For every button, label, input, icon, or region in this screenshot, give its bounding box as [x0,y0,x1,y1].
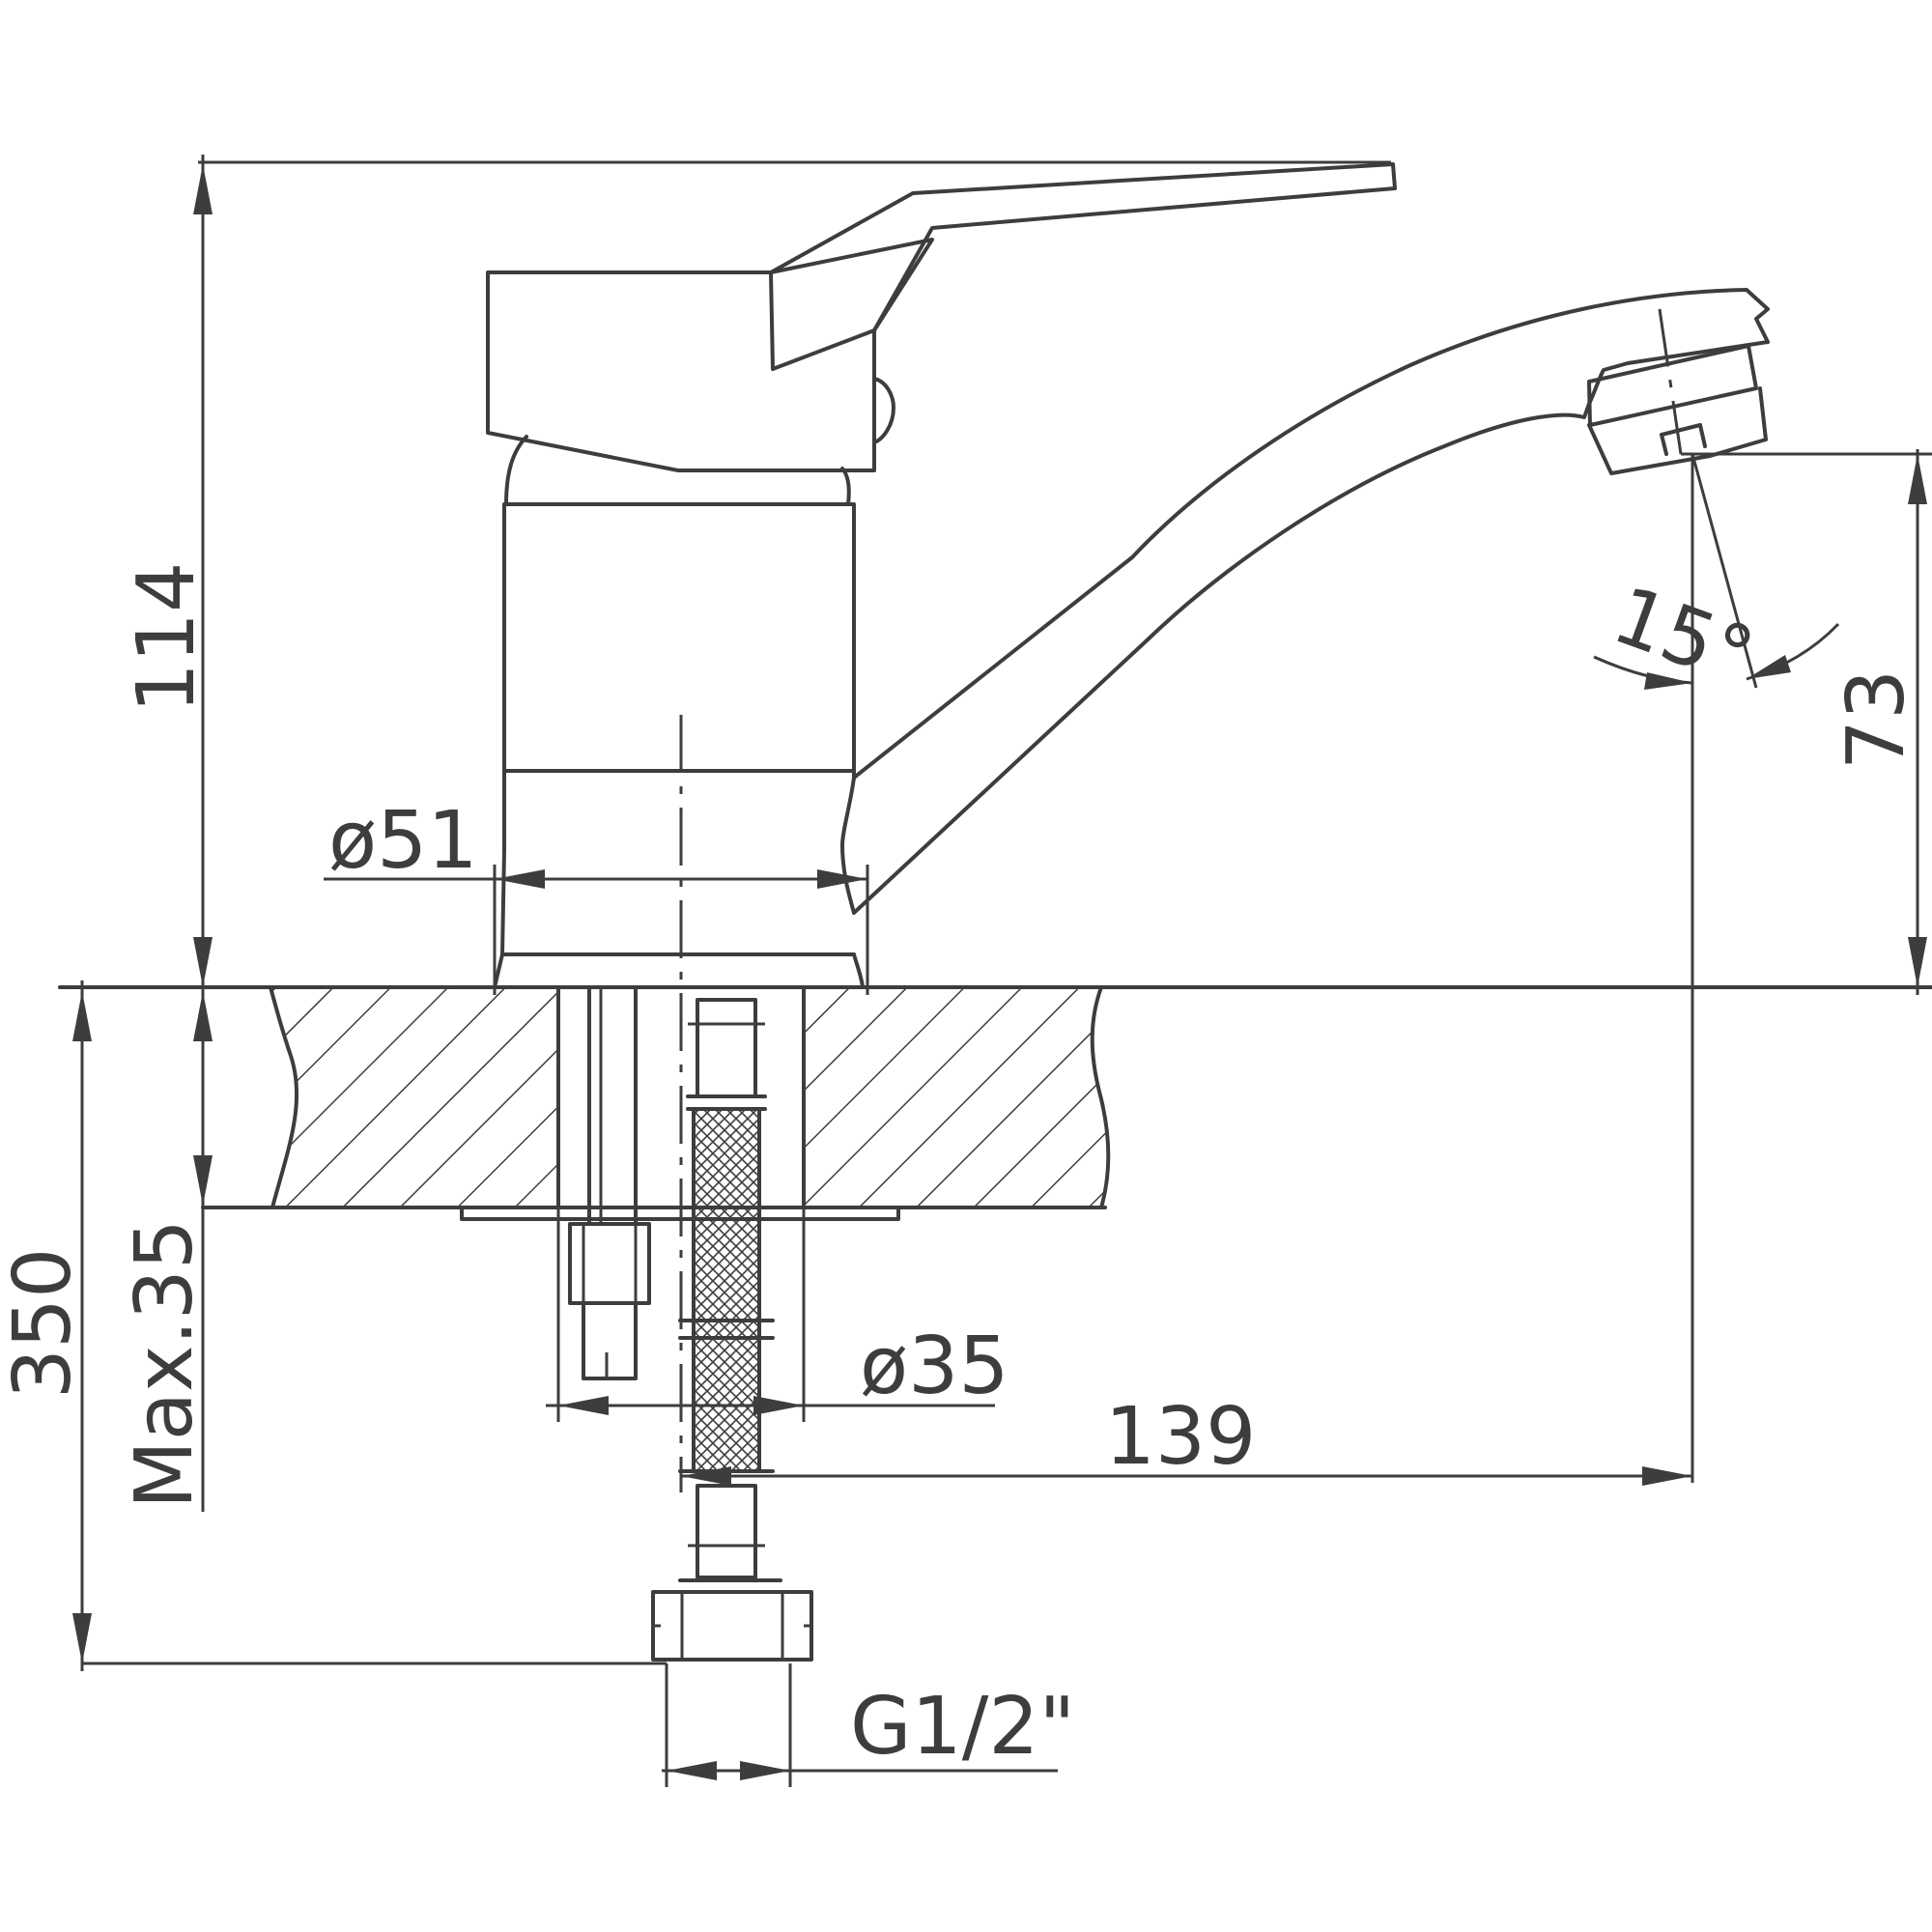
dim-spout-height: 73 [1831,669,1922,770]
outlet-centerline [1658,308,1683,455]
dim-height-total: 114 [121,562,213,714]
hose-braid [692,1107,761,1473]
countertop-section [201,985,1111,1221]
spout [840,288,1770,915]
spout-nozzle [1587,344,1758,427]
dimension-lines [72,155,1932,1787]
stud-nut [568,1222,651,1305]
dim-thread: G1/2" [850,1681,1075,1773]
countertop-left-hatch [270,987,558,1208]
supply-lines [568,985,813,1662]
hose-hex-nut [651,1590,813,1662]
handle-knob [872,377,895,444]
dim-max-thickness: Max.35 [119,1219,211,1509]
countertop-right-hatch [804,987,1109,1208]
faucet-body [493,435,865,989]
dim-angle: 15° [1602,570,1765,704]
lever-handle [486,162,1397,472]
dim-body-diameter: ø51 [328,795,478,887]
dim-reach: 139 [1105,1391,1257,1483]
dim-hole-diameter: ø35 [860,1321,1009,1412]
aerator [1587,386,1768,475]
dim-hose-length: 350 [0,1248,89,1400]
